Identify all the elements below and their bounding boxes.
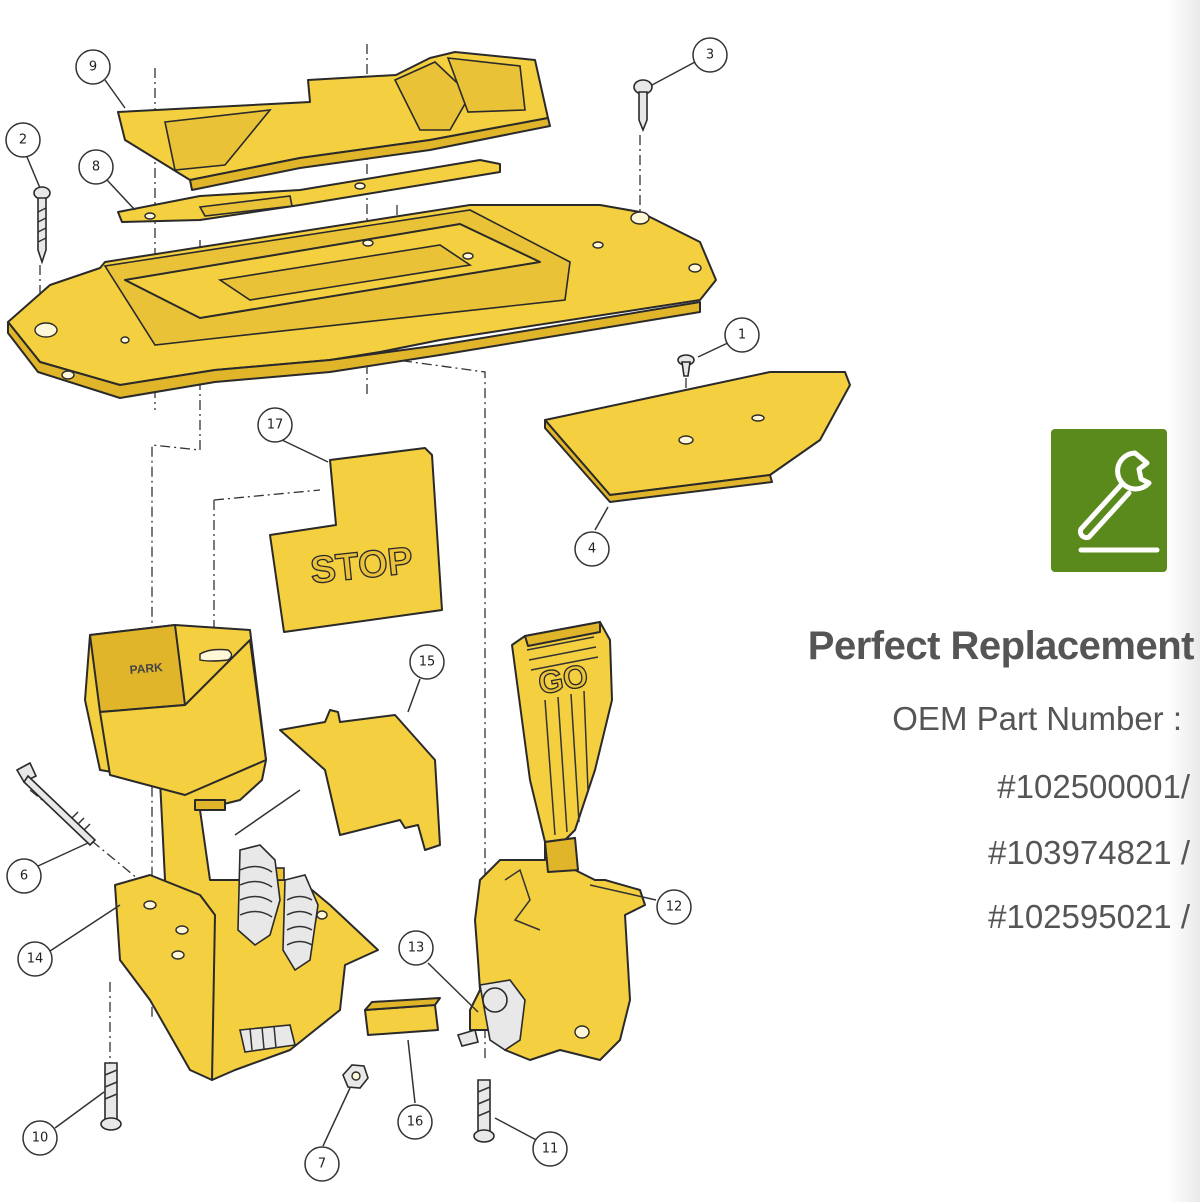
brake-pedal-assembly: PARK [84,624,379,1081]
callout-1: 1 [724,317,760,353]
svg-text:8: 8 [92,160,100,175]
svg-text:15: 15 [419,655,436,670]
svg-text:3: 3 [706,48,714,63]
svg-text:16: 16 [407,1115,424,1130]
part-4-heel-plate [544,371,851,503]
svg-text:9: 9 [89,60,97,75]
callout-leaders [26,61,733,1147]
exploded-parts-diagram: STOP PARK [5,37,851,1182]
part-15-pedal-cover [279,709,441,851]
wrench-icon [1077,450,1160,553]
part-11-bolt [473,1079,495,1143]
callout-2: 2 [5,122,41,158]
brake-spring-mechanism [237,844,319,1053]
part-1-pushpin [677,354,695,377]
svg-text:12: 12 [666,900,683,915]
svg-text:2: 2 [19,133,27,148]
oem-label: OEM Part Number : [892,700,1182,737]
part-10-bolt [100,1062,122,1131]
callout-11: 11 [532,1131,568,1167]
svg-text:10: 10 [32,1131,49,1146]
svg-text:6: 6 [20,869,28,884]
callout-10: 10 [22,1120,58,1156]
info-heading: Perfect Replacement [807,624,1195,668]
callout-9: 9 [75,49,111,85]
svg-text:17: 17 [267,418,284,433]
part-number-3: #102595021 / [988,898,1190,935]
part-8-gasket-plate [117,159,501,223]
part-3-screw [633,79,653,133]
accelerator-pedal-assembly: GO [456,621,646,1061]
callout-4: 4 [574,531,610,567]
part-2-screw [33,186,51,265]
part-17-stop-pad: STOP [269,447,443,633]
callout-8: 8 [78,149,114,185]
callout-6: 6 [6,858,42,894]
callout-17: 17 [257,407,293,443]
callout-7: 7 [304,1146,340,1182]
replacement-badge [1051,429,1167,572]
floor-base-plate [7,204,717,399]
part-16-stop-block [364,997,441,1036]
svg-text:11: 11 [542,1142,559,1157]
page-edge-shadow [1168,0,1200,1202]
svg-text:7: 7 [318,1157,326,1172]
svg-text:1: 1 [738,328,746,343]
part-6-pivot-bolt [15,761,97,847]
svg-text:13: 13 [408,941,425,956]
callout-12: 12 [656,889,692,925]
go-stamp-text: GO [535,657,590,701]
part-9-top-cover [117,51,551,191]
callout-16: 16 [397,1104,433,1140]
callout-13: 13 [398,930,434,966]
part-7-nut [342,1064,369,1089]
svg-text:PARK: PARK [129,660,164,677]
part-number-2: #103974821 / [988,834,1190,871]
svg-text:4: 4 [588,542,596,557]
part-number-1: #102500001/ [997,768,1190,805]
callout-3: 3 [692,37,728,73]
callout-15: 15 [409,644,445,680]
callout-14: 14 [17,941,53,977]
svg-text:14: 14 [27,952,44,967]
